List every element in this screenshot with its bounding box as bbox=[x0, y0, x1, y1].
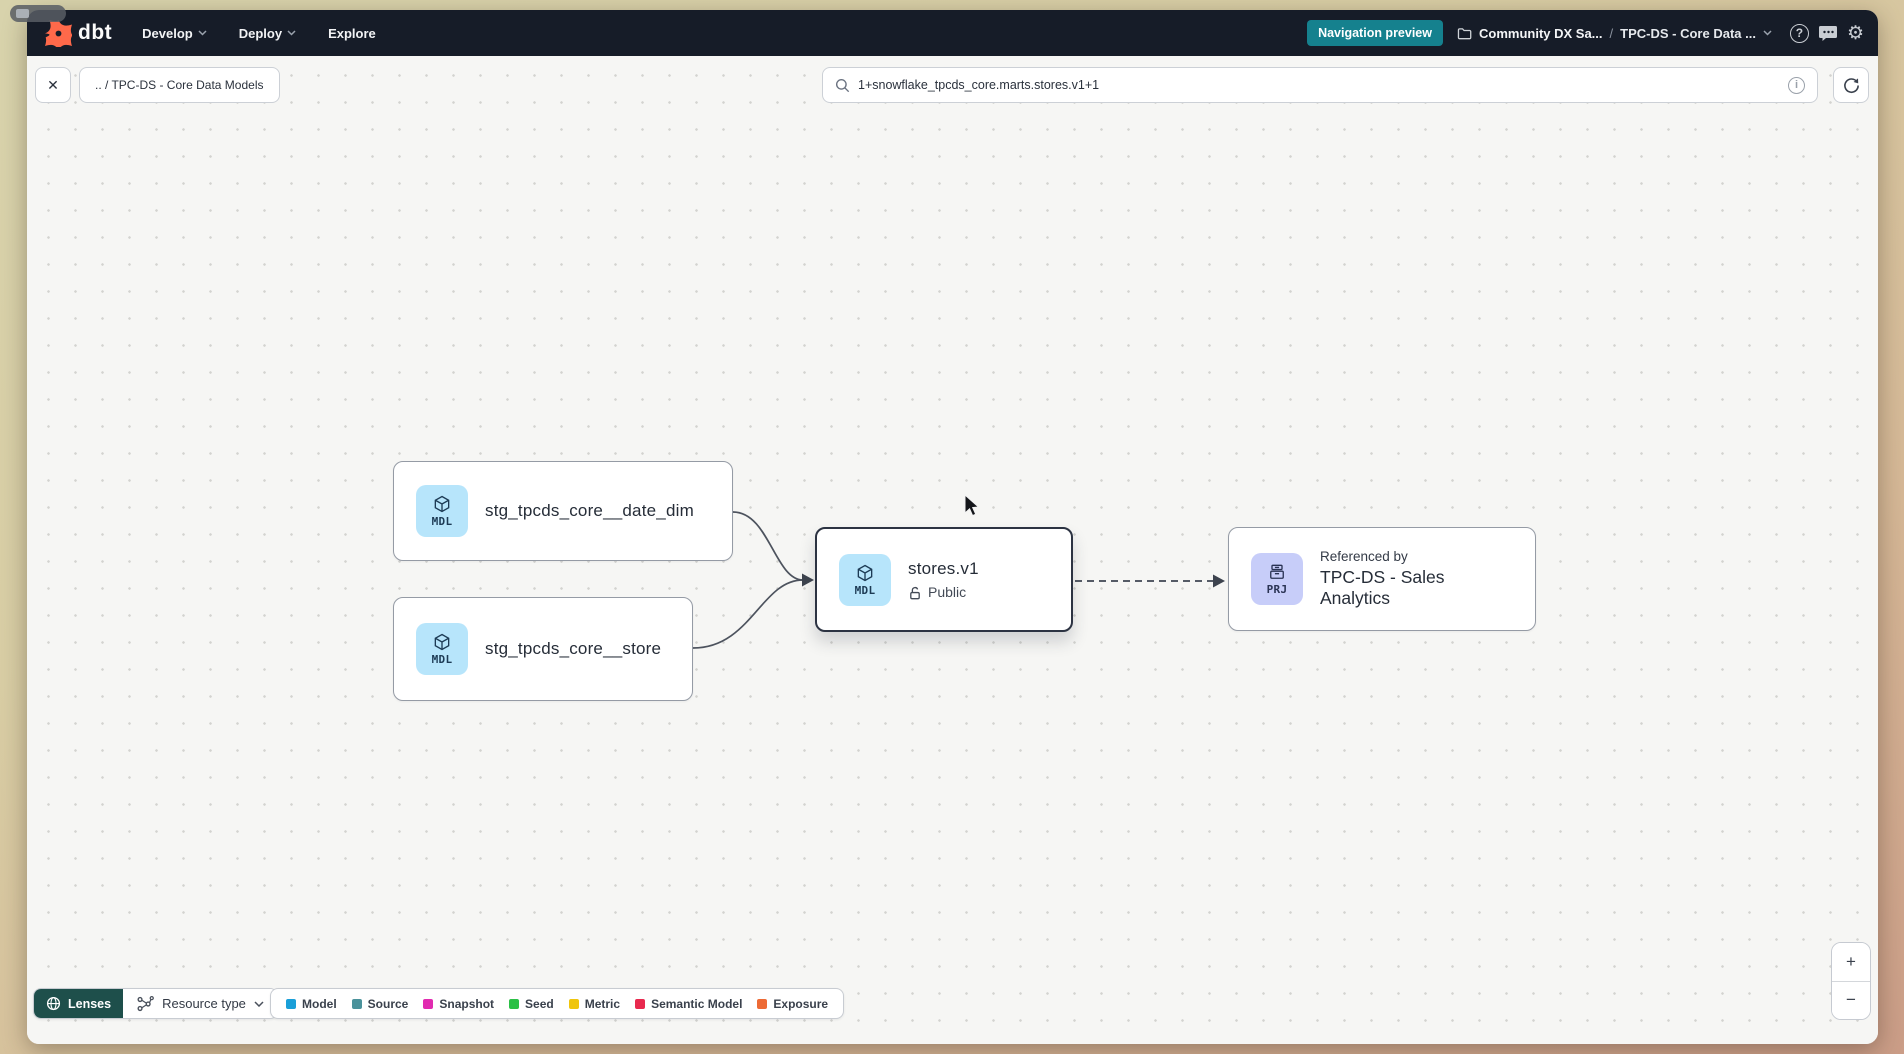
legend-label: Seed bbox=[525, 996, 554, 1011]
zoom-controls: + − bbox=[1831, 942, 1871, 1020]
lineage-path-chip[interactable]: .. / TPC-DS - Core Data Models bbox=[79, 67, 280, 103]
cube-icon bbox=[434, 495, 450, 513]
badge-label: PRJ bbox=[1266, 583, 1288, 596]
model-badge: MDL bbox=[839, 553, 891, 606]
search-icon bbox=[835, 78, 850, 92]
lens-controls: Lenses Resource type bbox=[33, 988, 278, 1019]
node-label: stores.v1 bbox=[908, 559, 979, 578]
navbar-right: Navigation preview Community DX Sa... / … bbox=[1307, 20, 1864, 46]
cube-icon bbox=[857, 564, 873, 581]
legend-item: Source bbox=[351, 996, 409, 1011]
resource-graph-icon bbox=[137, 995, 155, 1011]
legend-swatch bbox=[286, 998, 296, 1009]
lineage-canvas[interactable]: ✕ .. / TPC-DS - Core Data Models i bbox=[27, 56, 1878, 1044]
info-icon[interactable]: i bbox=[1788, 76, 1805, 94]
refresh-icon bbox=[1843, 77, 1859, 93]
selector-search-input[interactable] bbox=[858, 78, 1780, 92]
legend-item: Metric bbox=[568, 996, 621, 1011]
legend-item: Semantic Model bbox=[635, 997, 742, 1011]
legend-swatch bbox=[351, 998, 362, 1009]
resource-type-label: Resource type bbox=[162, 996, 246, 1011]
legend-label: Model bbox=[302, 996, 337, 1011]
chevron-down-icon bbox=[254, 1000, 264, 1007]
model-node-store[interactable]: MDL stg_tpcds_core__store bbox=[393, 597, 693, 701]
zoom-in-button[interactable]: + bbox=[1832, 943, 1870, 982]
badge-label: MDL bbox=[431, 653, 453, 666]
chevron-down-icon bbox=[198, 30, 207, 36]
help-icon[interactable]: ? bbox=[1789, 23, 1809, 43]
legend-label: Semantic Model bbox=[651, 996, 743, 1011]
lens-icon bbox=[46, 996, 61, 1011]
legend-swatch bbox=[509, 998, 520, 1009]
legend-item: Exposure bbox=[757, 997, 828, 1011]
app-window: dbt Develop Deploy Explore Navigation pr… bbox=[27, 10, 1878, 1044]
legend-swatch bbox=[568, 998, 579, 1009]
lenses-label: Lenses bbox=[68, 996, 112, 1011]
zoom-out-button[interactable]: − bbox=[1832, 981, 1870, 1019]
lineage-search-bar: i bbox=[822, 67, 1818, 103]
legend-swatch bbox=[423, 998, 434, 1009]
project-badge: PRJ bbox=[1251, 553, 1303, 605]
navbar-icons: ? ⚙ bbox=[1789, 22, 1864, 44]
menu-label: Develop bbox=[142, 25, 193, 41]
node-label: stg_tpcds_core__date_dim bbox=[485, 501, 694, 520]
model-node-date-dim[interactable]: MDL stg_tpcds_core__date_dim bbox=[393, 461, 733, 561]
legend-label: Snapshot bbox=[439, 996, 495, 1011]
brand-name: dbt bbox=[78, 21, 113, 44]
node-text: Referenced by TPC-DS - Sales Analytics bbox=[1320, 549, 1513, 609]
menu-deploy[interactable]: Deploy bbox=[239, 26, 296, 41]
legend: Model Source Snapshot Seed Metric Semantic Mo… bbox=[270, 988, 845, 1019]
chevron-down-icon[interactable] bbox=[1763, 30, 1772, 36]
node-access: Public bbox=[908, 584, 979, 600]
legend-label: Source bbox=[367, 996, 409, 1011]
dbt-logo[interactable]: dbt bbox=[45, 19, 113, 47]
navigation-preview-badge[interactable]: Navigation preview bbox=[1307, 20, 1443, 46]
menu-develop[interactable]: Develop bbox=[142, 26, 207, 41]
path-chip-label: .. / TPC-DS - Core Data Models bbox=[95, 78, 264, 92]
legend-swatch bbox=[635, 998, 646, 1009]
badge-label: MDL bbox=[431, 515, 453, 528]
breadcrumb: Community DX Sa... / TPC-DS - Core Data … bbox=[1457, 26, 1772, 41]
unlock-icon bbox=[910, 586, 920, 599]
legend-item: Model bbox=[286, 997, 337, 1011]
node-label: TPC-DS - Sales Analytics bbox=[1320, 567, 1445, 608]
menu-label: Deploy bbox=[238, 25, 283, 41]
project-node-sales-analytics[interactable]: PRJ Referenced by TPC-DS - Sales Analyti… bbox=[1228, 527, 1536, 631]
menu-label: Explore bbox=[328, 25, 376, 41]
legend-item: Seed bbox=[509, 997, 554, 1011]
node-subtitle: Referenced by bbox=[1320, 549, 1408, 564]
model-badge: MDL bbox=[416, 623, 468, 675]
mouse-cursor bbox=[964, 494, 980, 517]
legend-item: Snapshot bbox=[423, 997, 494, 1011]
legend-label: Exposure bbox=[773, 996, 829, 1011]
main-menu: Develop Deploy Explore bbox=[142, 26, 376, 41]
refresh-button[interactable] bbox=[1833, 67, 1869, 103]
close-icon: ✕ bbox=[47, 76, 59, 93]
badge-label: MDL bbox=[854, 583, 876, 597]
breadcrumb-separator: / bbox=[1609, 25, 1614, 41]
gear-icon[interactable]: ⚙ bbox=[1846, 22, 1864, 44]
breadcrumb-current[interactable]: TPC-DS - Core Data ... bbox=[1620, 25, 1756, 41]
folder-icon bbox=[1457, 27, 1472, 39]
model-node-stores-v1-selected[interactable]: MDL stores.v1 Public bbox=[815, 527, 1073, 632]
node-text: stores.v1 Public bbox=[908, 559, 979, 600]
window-icon bbox=[16, 9, 29, 18]
legend-swatch bbox=[757, 998, 768, 1009]
menu-explore[interactable]: Explore bbox=[328, 26, 376, 41]
dbt-logo-icon bbox=[45, 19, 72, 47]
cube-icon bbox=[434, 633, 450, 651]
feedback-icon[interactable] bbox=[1818, 24, 1838, 43]
access-label: Public bbox=[928, 584, 967, 600]
top-navbar: dbt Develop Deploy Explore Navigation pr… bbox=[27, 10, 1878, 56]
lenses-button[interactable]: Lenses bbox=[34, 989, 124, 1018]
node-label: stg_tpcds_core__store bbox=[485, 639, 662, 658]
resource-type-dropdown[interactable]: Resource type bbox=[123, 989, 277, 1018]
screen-capture-pill bbox=[10, 5, 66, 22]
archive-icon bbox=[1270, 564, 1284, 579]
model-badge: MDL bbox=[416, 485, 468, 537]
legend-label: Metric bbox=[584, 996, 621, 1011]
breadcrumb-project[interactable]: Community DX Sa... bbox=[1479, 25, 1603, 41]
chevron-down-icon bbox=[287, 30, 296, 36]
close-button[interactable]: ✕ bbox=[35, 67, 71, 103]
